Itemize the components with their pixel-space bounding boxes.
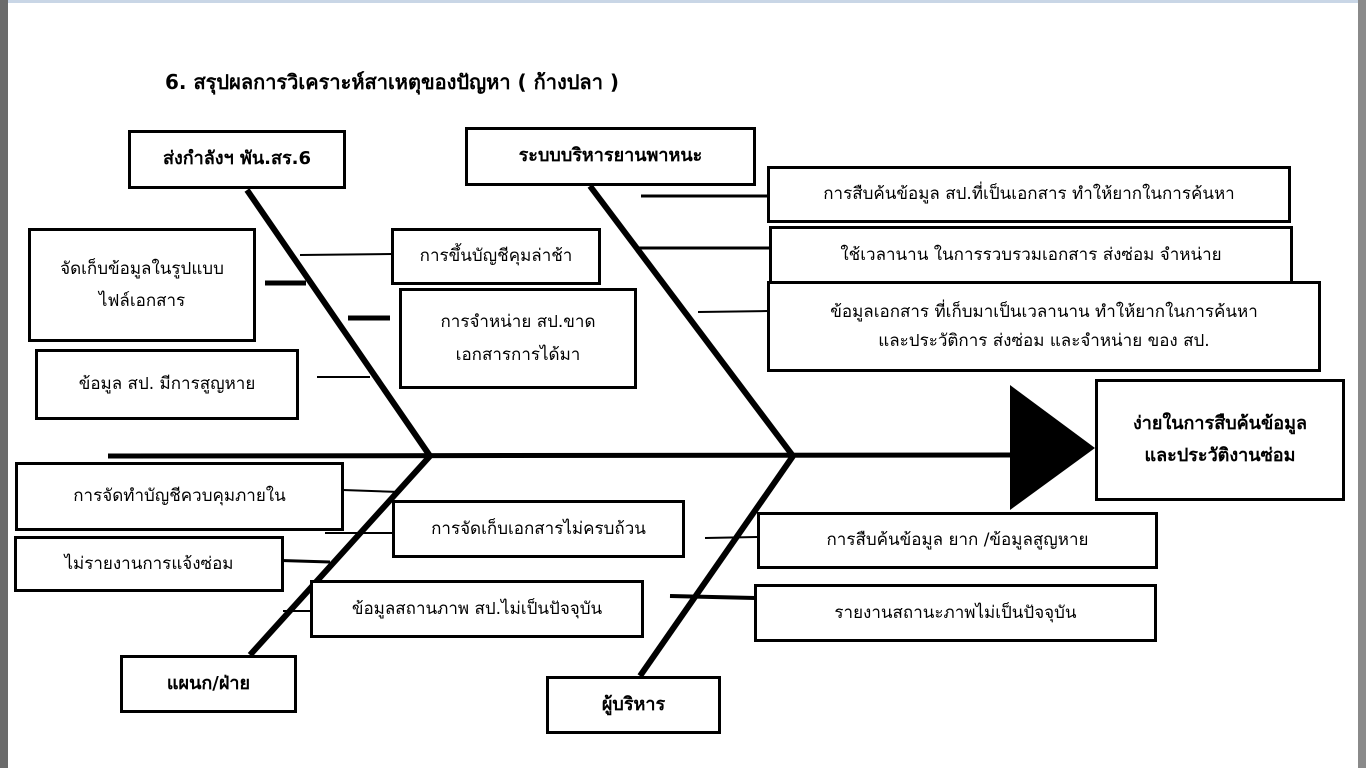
scrollbar[interactable] — [1358, 0, 1366, 768]
cause-dispose: การจำหน่าย สป.ขาดเอกสารการได้มา — [399, 288, 637, 389]
cause-line: ไม่รายงานการแจ้งซ่อม — [64, 553, 234, 574]
category-label: ส่งกำลังฯ พัน.สร.6 — [163, 148, 311, 170]
page-title: 6. สรุปผลการวิเคราะห์สาเหตุของปัญหา ( ก้… — [165, 70, 620, 94]
cause-data-lost: ข้อมูล สป. มีการสูญหาย — [35, 349, 299, 420]
cause-report-outdated: รายงานสถานะภาพไม่เป็นปัจจุบัน — [754, 584, 1157, 642]
cause-line: การสืบค้นข้อมูล สป.ที่เป็นเอกสาร ทำให้ยา… — [823, 184, 1235, 205]
connector-line — [669, 594, 756, 600]
cause-no-repair-report: ไม่รายงานการแจ้งซ่อม — [14, 536, 284, 592]
cause-doc-long: ข้อมูลเอกสาร ที่เก็บมาเป็นเวลานาน ทำให้ย… — [767, 281, 1321, 372]
cause-line: ไฟล์เอกสาร — [98, 291, 186, 311]
cause-line: ข้อมูลเอกสาร ที่เก็บมาเป็นเวลานาน ทำให้ย… — [830, 301, 1258, 322]
cause-line: ข้อมูลสถานภาพ สป.ไม่เป็นปัจจุบัน — [351, 598, 603, 619]
cause-search-hard: การสืบค้นข้อมูล ยาก /ข้อมูลสูญหาย — [757, 512, 1158, 569]
cause-line: จัดเก็บข้อมูลในรูปแบบ — [60, 258, 224, 279]
cause-register-late: การขึ้นบัญชีคุมล่าช้า — [391, 228, 601, 285]
bone-vehicle-system — [587, 184, 796, 458]
cause-line: การจำหน่าย สป.ขาด — [440, 312, 596, 333]
effect-line: ง่ายในการสืบค้นข้อมูล — [1133, 412, 1307, 434]
cause-line: ข้อมูล สป. มีการสูญหาย — [78, 374, 256, 395]
category-label: แผนก/ฝ่าย — [166, 672, 251, 694]
category-label: ระบบบริหารยานพาหนะ — [518, 145, 703, 167]
category-vehicle-system: ระบบบริหารยานพาหนะ — [465, 127, 756, 186]
cause-incomplete-storage: การจัดเก็บเอกสารไม่ครบถ้วน — [392, 500, 685, 558]
cause-line: เอกสารการได้มา — [455, 344, 581, 365]
cause-line: และประวัติการ ส่งซ่อม และจำหน่าย ของ สป. — [878, 330, 1210, 351]
effect-box: ง่ายในการสืบค้นข้อมูลและประวัติงานซ่อม — [1095, 379, 1345, 501]
connector-line — [704, 536, 758, 539]
cause-line: การขึ้นบัญชีคุมล่าช้า — [419, 246, 573, 267]
connector-line — [342, 489, 401, 493]
category-management: ผู้บริหาร — [546, 676, 721, 734]
category-label: ผู้บริหาร — [601, 693, 666, 715]
category-department: แผนก/ฝ่าย — [120, 655, 297, 713]
window-top-edge — [8, 0, 1358, 3]
window-left-edge — [0, 0, 8, 768]
connector-line — [697, 310, 769, 313]
bone-management — [637, 454, 796, 678]
cause-status-outdated: ข้อมูลสถานภาพ สป.ไม่เป็นปัจจุบัน — [310, 580, 644, 638]
cause-line: รายงานสถานะภาพไม่เป็นปัจจุบัน — [834, 602, 1077, 623]
cause-search-doc: การสืบค้นข้อมูล สป.ที่เป็นเอกสาร ทำให้ยา… — [767, 166, 1291, 223]
cause-store-file: จัดเก็บข้อมูลในรูปแบบไฟล์เอกสาร — [28, 228, 256, 342]
cause-line: การจัดเก็บเอกสารไม่ครบถ้วน — [431, 518, 646, 539]
effect-line: และประวัติงานซ่อม — [1144, 445, 1296, 466]
cause-line: ใช้เวลานาน ในการรวบรวมเอกสาร ส่งซ่อม จำห… — [840, 244, 1222, 265]
category-supply: ส่งกำลังฯ พัน.สร.6 — [128, 130, 346, 189]
bone-supply — [244, 188, 433, 458]
cause-line: การสืบค้นข้อมูล ยาก /ข้อมูลสูญหาย — [826, 530, 1089, 551]
cause-line: การจัดทำบัญชีควบคุมภายใน — [73, 486, 286, 507]
connector-line — [299, 253, 393, 256]
spine — [107, 452, 1013, 459]
cause-time-collect: ใช้เวลานาน ในการรวบรวมเอกสาร ส่งซ่อม จำห… — [769, 226, 1293, 284]
cause-internal-control: การจัดทำบัญชีควบคุมภายใน — [15, 462, 344, 531]
arrow-head-icon — [1010, 385, 1095, 510]
bone-department — [247, 453, 433, 658]
